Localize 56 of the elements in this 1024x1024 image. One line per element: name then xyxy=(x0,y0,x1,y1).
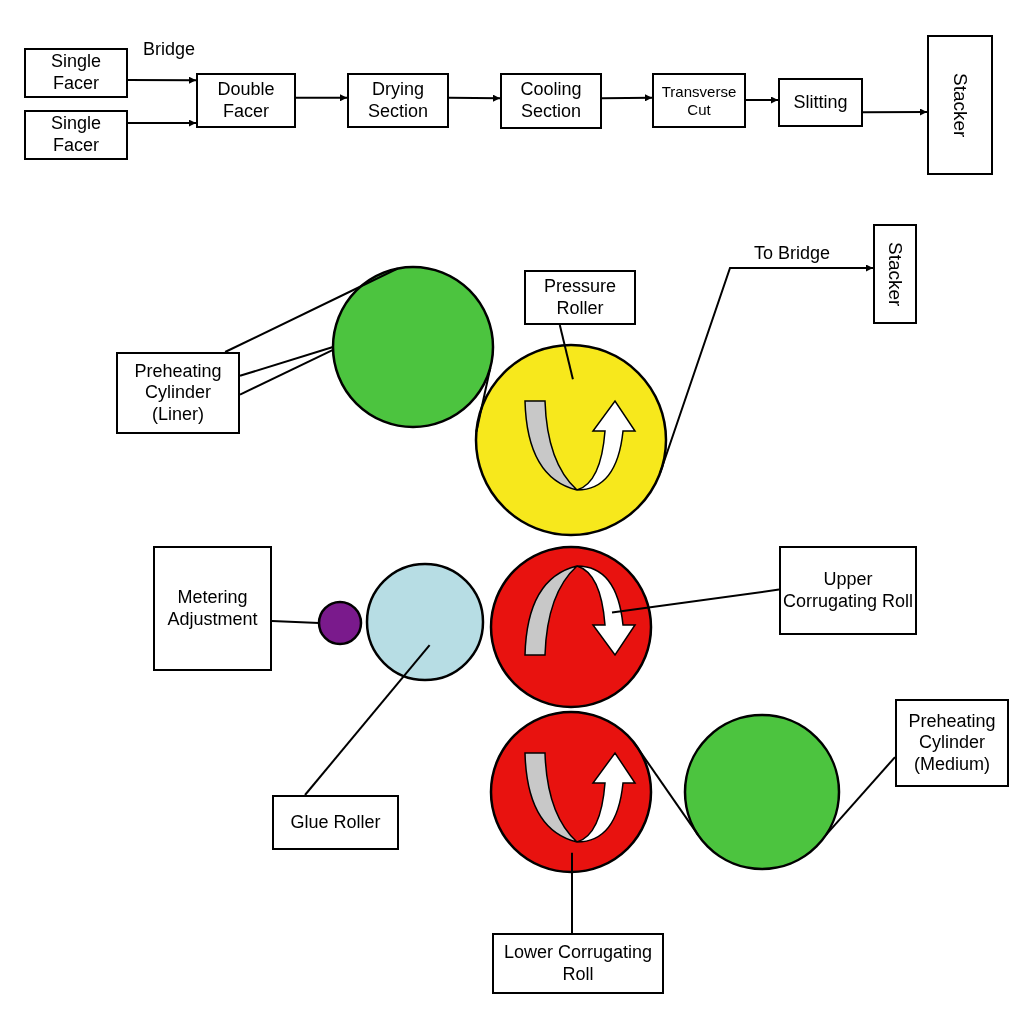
label-box xyxy=(116,352,240,434)
label-box xyxy=(779,546,917,635)
arrow xyxy=(659,264,874,474)
leader-line xyxy=(824,756,896,837)
label-box xyxy=(524,270,636,325)
label-box xyxy=(873,224,917,324)
box-label: Preheating Cylinder (Medium) xyxy=(907,710,997,776)
label-box xyxy=(153,546,272,671)
box-label: Metering Adjustment xyxy=(166,586,259,631)
box-label: Upper Corrugating Roll xyxy=(781,568,915,613)
paper-web-line xyxy=(239,346,334,377)
edge-label: To Bridge xyxy=(752,244,832,262)
roller-circle xyxy=(331,265,495,429)
roller-circle xyxy=(683,713,841,871)
box-label: Lower Corrugating Roll xyxy=(502,941,654,986)
box-label: Single Facer xyxy=(49,113,102,157)
roller-circle xyxy=(317,600,363,646)
arrow xyxy=(448,94,501,102)
box-label: Glue Roller xyxy=(290,811,381,834)
label-box xyxy=(196,73,296,128)
leader-line xyxy=(304,644,431,796)
roller-circle xyxy=(365,562,485,682)
box-label: Slitting xyxy=(793,91,848,114)
label-box xyxy=(500,73,602,129)
box-label: Stacker xyxy=(884,241,907,307)
arrow xyxy=(127,119,197,127)
paper-web-line xyxy=(239,348,334,396)
leader-line xyxy=(558,324,574,381)
box-label: Drying Section xyxy=(366,78,429,123)
label-box xyxy=(492,933,664,994)
box-label: Cooling Section xyxy=(519,79,583,123)
bridge-label: Bridge xyxy=(143,40,196,58)
label-box xyxy=(272,795,399,850)
arrow xyxy=(862,108,928,116)
label-box xyxy=(24,110,128,160)
box-label: Double Facer xyxy=(216,78,276,123)
label-box xyxy=(895,699,1009,787)
arrow xyxy=(601,94,653,102)
label-box xyxy=(778,78,863,127)
leader-line xyxy=(271,620,320,624)
box-label: Stacker xyxy=(949,72,972,138)
box-label: Single Facer xyxy=(49,51,102,95)
arrow xyxy=(745,96,779,104)
arrow xyxy=(295,94,348,102)
label-box xyxy=(347,73,449,128)
label-box xyxy=(652,73,746,128)
box-label: Pressure Roller xyxy=(543,275,617,320)
box-label: Preheating Cylinder (Liner) xyxy=(133,360,223,426)
arrow xyxy=(127,76,197,84)
label-box xyxy=(927,35,993,175)
box-label: Transverse Cut xyxy=(660,82,738,119)
leader-line xyxy=(611,588,780,614)
leader-line xyxy=(571,851,573,934)
paper-web-line xyxy=(224,267,399,353)
label-box xyxy=(24,48,128,98)
paper-web-line xyxy=(633,741,700,837)
